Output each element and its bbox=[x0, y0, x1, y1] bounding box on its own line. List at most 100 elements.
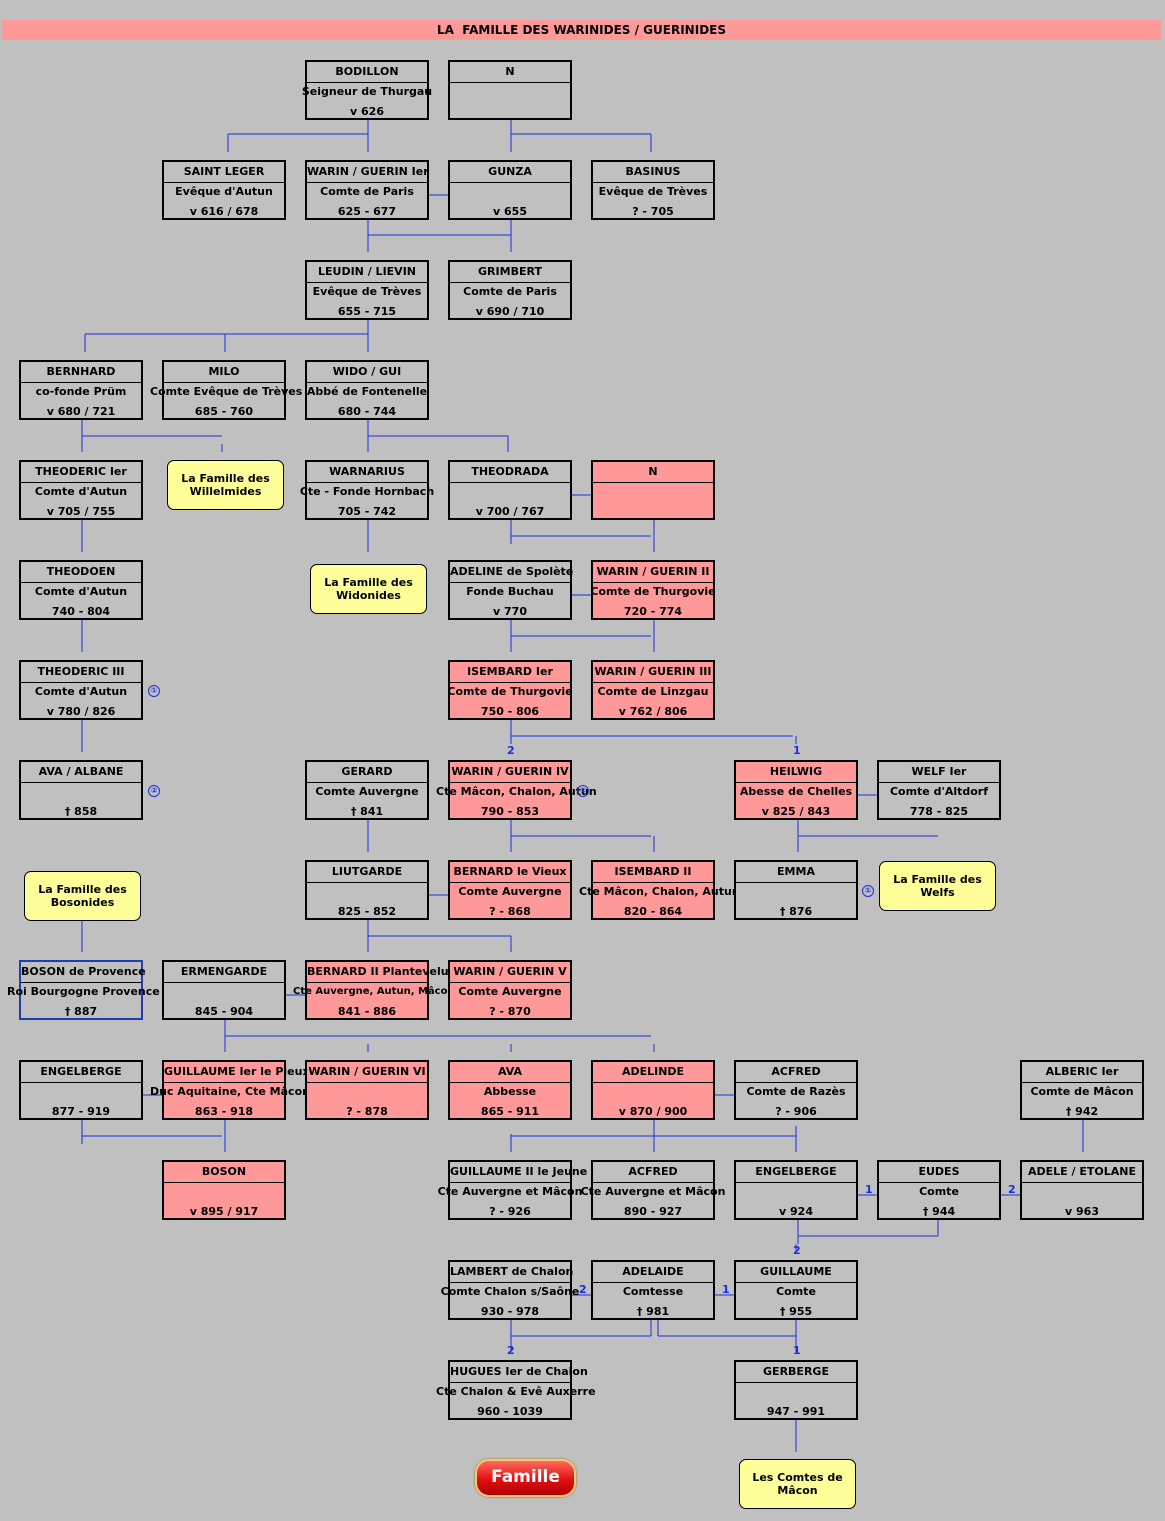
person-dates: † 858 bbox=[64, 805, 98, 818]
person-name: ADELE / ETOLANE bbox=[1022, 1162, 1142, 1183]
person-name: WARIN / GUERIN II bbox=[593, 562, 713, 583]
person-role: Fonde Buchau bbox=[466, 585, 554, 598]
person-name: BERNARD II Plantevelue bbox=[307, 962, 456, 983]
person-name: BERNHARD bbox=[21, 362, 141, 383]
person-box[interactable]: WARIN / GUERIN VI? - 878 bbox=[305, 1060, 429, 1120]
person-role: Comte d'Autun bbox=[34, 485, 128, 498]
person-role: Cte Auvergne et Mâcon bbox=[580, 1185, 726, 1198]
person-dates: v 680 / 721 bbox=[46, 405, 116, 418]
person-role: Abesse de Chelles bbox=[739, 785, 853, 798]
famille-button[interactable]: Famille bbox=[475, 1459, 576, 1497]
marriage-label: 1 bbox=[865, 1183, 873, 1196]
person-box[interactable]: N bbox=[448, 60, 572, 120]
person-name: GERBERGE bbox=[736, 1362, 856, 1383]
note-bosonides[interactable]: La Famille des Bosonides bbox=[24, 871, 141, 921]
note-widonides[interactable]: La Famille des Widonides bbox=[310, 564, 427, 614]
person-dates: † 944 bbox=[922, 1205, 956, 1218]
person-name: EUDES bbox=[879, 1162, 999, 1183]
person-dates: 625 - 677 bbox=[337, 205, 397, 218]
person-name: SAINT LEGER bbox=[164, 162, 284, 183]
person-name: BERNARD le Vieux bbox=[450, 862, 570, 883]
person-role: Comte de Paris bbox=[463, 285, 557, 298]
person-role: Comte de Paris bbox=[320, 185, 414, 198]
person-dates: † 887 bbox=[64, 1005, 98, 1018]
person-box[interactable]: GERBERGE 947 - 991 bbox=[734, 1360, 858, 1420]
person-dates: † 942 bbox=[1065, 1105, 1099, 1118]
person-dates: v 700 / 767 bbox=[475, 505, 545, 518]
person-name: GUILLAUME II le Jeune bbox=[450, 1162, 587, 1183]
note-willelmides[interactable]: La Famille des Willelmides bbox=[167, 460, 284, 510]
person-role: Comte de Thurgovie bbox=[447, 685, 573, 698]
person-box[interactable]: EMMA† 876 bbox=[734, 860, 858, 920]
person-role: Comtesse bbox=[622, 1285, 684, 1298]
marriage-label: 1 bbox=[793, 744, 801, 757]
note-welfs[interactable]: La Famille des Welfs bbox=[879, 861, 996, 911]
person-dates: 960 - 1039 bbox=[477, 1405, 543, 1418]
person-box[interactable]: AVA / ALBANE † 858 bbox=[19, 760, 143, 820]
person-role: Comte Auvergne bbox=[315, 785, 419, 798]
person-name: WIDO / GUI bbox=[307, 362, 427, 383]
person-dates: v 770 bbox=[493, 605, 527, 618]
person-box[interactable]: N bbox=[591, 460, 715, 520]
person-dates: † 955 bbox=[779, 1305, 813, 1318]
person-name: GUILLAUME Ier le Pieux bbox=[164, 1062, 310, 1083]
person-dates: 841 - 886 bbox=[337, 1005, 397, 1018]
person-role bbox=[436, 182, 584, 202]
person-name: GERARD bbox=[307, 762, 427, 783]
note-comtes-macon[interactable]: Les Comtes de Mâcon bbox=[739, 1459, 856, 1509]
person-dates: ? - 926 bbox=[489, 1205, 531, 1218]
person-name: N bbox=[450, 62, 570, 83]
person-dates: 865 - 911 bbox=[480, 1105, 540, 1118]
person-dates: 947 - 991 bbox=[766, 1405, 826, 1418]
person-name: AVA / ALBANE bbox=[21, 762, 141, 783]
person-role bbox=[1008, 1182, 1156, 1202]
